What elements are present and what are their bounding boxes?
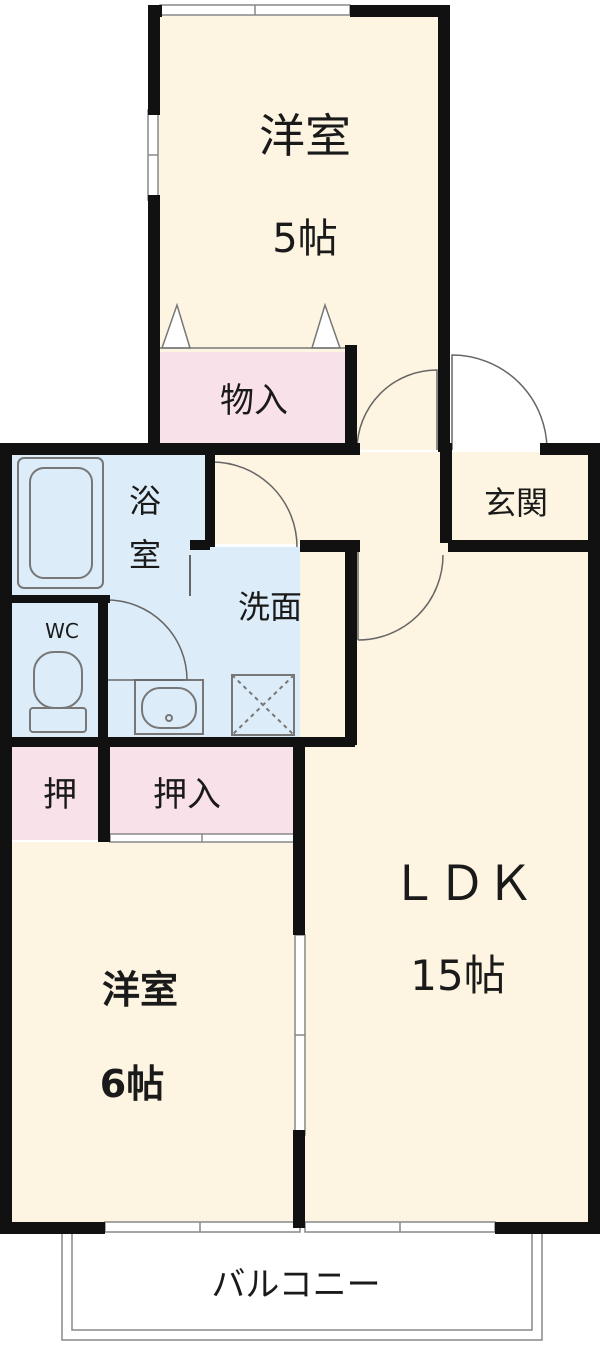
room-closet-small-name: 押 <box>43 775 77 815</box>
room-hall <box>205 452 590 544</box>
room-western-south-size: 6帖 <box>100 1062 164 1106</box>
washing-machine-pan-icon <box>231 674 295 736</box>
room-storage-north <box>160 352 352 443</box>
room-closet <box>107 745 297 840</box>
room-washroom-name: 洗面 <box>238 588 302 626</box>
room-bath-name-1: 浴 <box>129 482 161 520</box>
room-western-north-size: 5帖 <box>272 216 337 262</box>
room-bath-name-2: 室 <box>129 536 161 574</box>
door-swings <box>106 354 548 681</box>
room-wc <box>10 599 107 739</box>
room-wc-name: WC <box>45 619 79 643</box>
balcony-railing <box>61 1230 543 1341</box>
walls <box>0 5 600 1234</box>
room-closet-name: 押入 <box>153 775 221 815</box>
room-western-south-name: 洋室 <box>102 968 178 1012</box>
room-western-north-name: 洋室 <box>259 109 351 163</box>
room-western-south <box>10 842 300 1227</box>
room-storage-north-name: 物入 <box>220 381 288 421</box>
toilet-icon <box>29 651 87 733</box>
room-entrance-name: 玄関 <box>484 484 548 522</box>
storage-door-icon <box>160 302 348 349</box>
balcony-name: バルコニー <box>211 1265 380 1305</box>
room-ldk-size: 15帖 <box>410 951 505 1000</box>
room-closet-small <box>10 745 105 840</box>
bathtub-icon <box>17 457 104 589</box>
room-ldk-name: ＬＤＫ <box>390 856 534 912</box>
